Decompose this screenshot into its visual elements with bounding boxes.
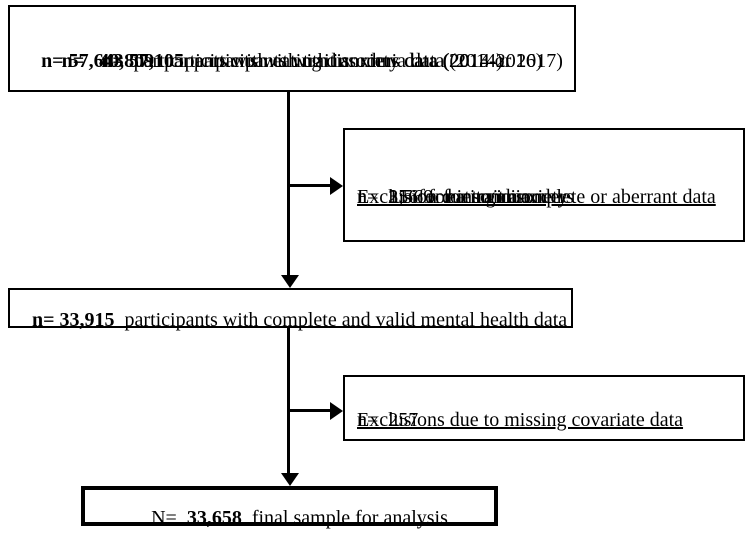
arrowhead-right-to-exclusion-2 (330, 401, 343, 420)
source-line-2: n= 57,105 participants with insomnia dat… (20, 49, 584, 74)
source-line-2-text: participants with insomnia data (2014) (193, 49, 503, 72)
exclusion-1-heading-label: Exclusion due to incomplete or aberrant … (357, 186, 716, 208)
exclusion-1-line-3: n= 21 for eating disorders (357, 185, 574, 210)
source-population-box: n= 40,809 participants with trait anxiet… (8, 5, 576, 92)
complete-value: 33,915 (59, 309, 115, 331)
connector-branch-to-exclusion-2 (287, 409, 331, 412)
exclusion-1-line-3-prefix: n= (357, 186, 379, 208)
exclusion-covariate-box: Exclusions due to missing covariate data… (343, 375, 745, 441)
exclusion-2-line-1-value: 257 (388, 409, 419, 431)
exclusion-2-line-1: n= 257 (357, 408, 418, 433)
complete-prefix: n= (32, 309, 55, 331)
exclusion-1-line-3-text: for eating disorders (418, 186, 574, 208)
exclusion-1-line-2: n= 356 for insomnia (357, 185, 530, 210)
exclusion-1-line-2-value: 356 (388, 186, 419, 208)
exclusion-2-heading-label: Exclusions due to missing covariate data (357, 409, 684, 431)
source-line-3-text: participants with eating disorders data … (133, 49, 563, 72)
source-line-1: n= 40,809 participants with trait anxiet… (20, 49, 584, 74)
source-line-2-value: 57,105 (128, 49, 184, 72)
exclusion-1-line-2-text: for insomnia (428, 186, 530, 208)
exclusion-1-heading: Exclusion due to incomplete or aberrant … (357, 185, 716, 210)
final-line: N= 33,658 final sample for analysis (95, 506, 504, 531)
source-line-1-text: participants with trait anxiety data (20… (164, 49, 543, 72)
complete-line: n= 33,915 participants with complete and… (32, 308, 567, 333)
exclusion-1-line-3-value: 21 (388, 186, 409, 208)
exclusion-1-line-1-prefix: n= (357, 186, 379, 208)
connector-complete-to-final (287, 328, 290, 473)
source-line-3-prefix: n= (41, 49, 64, 72)
exclusion-2-line-1-prefix: n= (357, 409, 379, 431)
exclusion-1-line-1-value: 1,569 (388, 186, 434, 208)
complete-text: participants with complete and valid men… (124, 309, 568, 331)
source-line-2-prefix: n= (101, 49, 124, 72)
arrowhead-down-to-final (281, 473, 299, 486)
source-line-3: n= 57,643 participants with eating disor… (20, 49, 584, 74)
source-line-1-value: 40,809 (99, 49, 155, 72)
arrowhead-down-to-complete (281, 275, 299, 288)
exclusion-1-line-1: n= 1,569 for trait anxiety (357, 185, 568, 210)
arrowhead-right-to-exclusion-1 (330, 176, 343, 195)
connector-branch-to-exclusion-1 (287, 184, 331, 187)
exclusion-2-heading: Exclusions due to missing covariate data (357, 408, 683, 433)
final-sample-box: N= 33,658 final sample for analysis (81, 486, 498, 529)
source-line-3-value: 57,643 (68, 49, 124, 72)
connector-source-to-complete (287, 92, 290, 275)
exclusion-incomplete-box: Exclusion due to incomplete or aberrant … (343, 128, 745, 242)
complete-valid-box: n= 33,915 participants with complete and… (8, 288, 573, 331)
final-value: 33,658 (186, 507, 242, 529)
final-prefix: N= (151, 507, 177, 529)
exclusion-1-line-2-prefix: n= (357, 186, 379, 208)
final-text: final sample for analysis (251, 507, 448, 529)
source-line-1-prefix: n= (61, 49, 85, 72)
exclusion-1-line-1-text: for trait anxiety (443, 186, 568, 208)
